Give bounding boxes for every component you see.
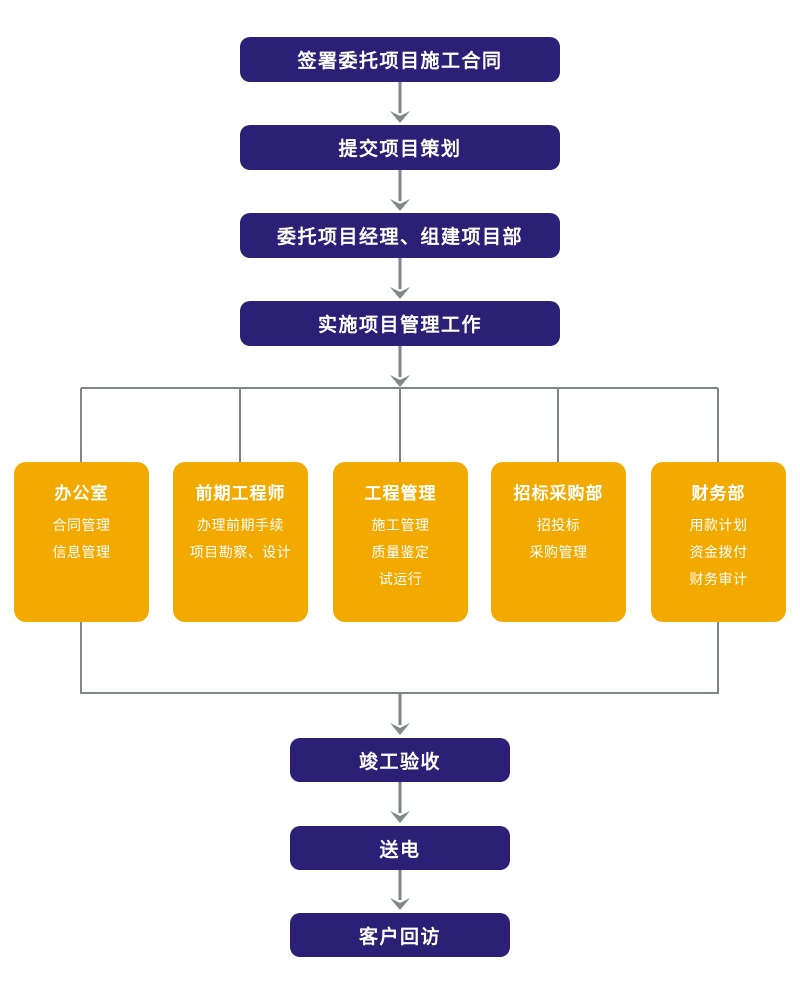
dept-item: 合同管理: [52, 517, 111, 533]
flow-step-label: 签署委托项目施工合同: [297, 51, 503, 72]
dept-title: 前期工程师: [195, 484, 286, 503]
dept-title: 办公室: [54, 484, 109, 503]
dept-item-list: 招投标 采购管理: [491, 512, 626, 566]
arrowhead-icon: [390, 723, 410, 735]
arrowhead-icon: [390, 287, 410, 299]
dept-item: 招投标: [536, 517, 581, 533]
dept-item: 办理前期手续: [197, 517, 284, 533]
flow-step-label: 提交项目策划: [338, 139, 462, 160]
flow-step-customer-visit: 客户回访: [290, 913, 510, 957]
arrowhead-icon: [390, 811, 410, 823]
flow-step-sign-contract: 签署委托项目施工合同: [240, 37, 560, 82]
dept-item: 施工管理: [371, 517, 430, 533]
arrowhead-icon: [390, 375, 410, 387]
dept-item-list: 合同管理 信息管理: [14, 512, 149, 566]
flow-step-label: 客户回访: [358, 926, 441, 948]
dept-bidding-procurement: 招标采购部 招投标 采购管理: [491, 462, 626, 622]
dept-item: 资金拨付: [689, 544, 748, 560]
arrowhead-icon: [390, 199, 410, 211]
dept-item: 质量鉴定: [371, 544, 430, 560]
dept-office: 办公室 合同管理 信息管理: [14, 462, 149, 622]
flow-step-label: 竣工验收: [358, 751, 441, 773]
dept-preliminary-engineer: 前期工程师 办理前期手续 项目勘察、设计: [173, 462, 308, 622]
dept-title: 招标采购部: [513, 484, 604, 503]
arrowhead-icon: [390, 111, 410, 123]
dept-item: 信息管理: [52, 544, 111, 560]
flow-step-assign-manager: 委托项目经理、组建项目部: [240, 213, 560, 258]
dept-item-list: 办理前期手续 项目勘察、设计: [173, 512, 308, 566]
dept-item: 采购管理: [529, 544, 588, 560]
flow-step-power-on: 送电: [290, 826, 510, 870]
dept-item: 试运行: [378, 571, 423, 587]
dept-engineering-management: 工程管理 施工管理 质量鉴定 试运行: [333, 462, 468, 622]
flow-step-label: 实施项目管理工作: [317, 315, 482, 336]
flow-step-implement-management: 实施项目管理工作: [240, 301, 560, 346]
flow-step-label: 送电: [379, 839, 421, 861]
dept-finance: 财务部 用款计划 资金拨付 财务审计: [651, 462, 786, 622]
flow-step-submit-plan: 提交项目策划: [240, 125, 560, 170]
dept-item: 项目勘察、设计: [189, 544, 292, 560]
flow-step-completion-acceptance: 竣工验收: [290, 738, 510, 782]
dept-title: 工程管理: [364, 484, 437, 503]
dept-item-list: 施工管理 质量鉴定 试运行: [333, 512, 468, 593]
dept-item-list: 用款计划 资金拨付 财务审计: [651, 512, 786, 593]
arrowhead-icon: [390, 898, 410, 910]
dept-item: 财务审计: [689, 571, 748, 587]
dept-item: 用款计划: [689, 517, 748, 533]
dept-title: 财务部: [691, 484, 746, 503]
flow-step-label: 委托项目经理、组建项目部: [276, 227, 523, 248]
